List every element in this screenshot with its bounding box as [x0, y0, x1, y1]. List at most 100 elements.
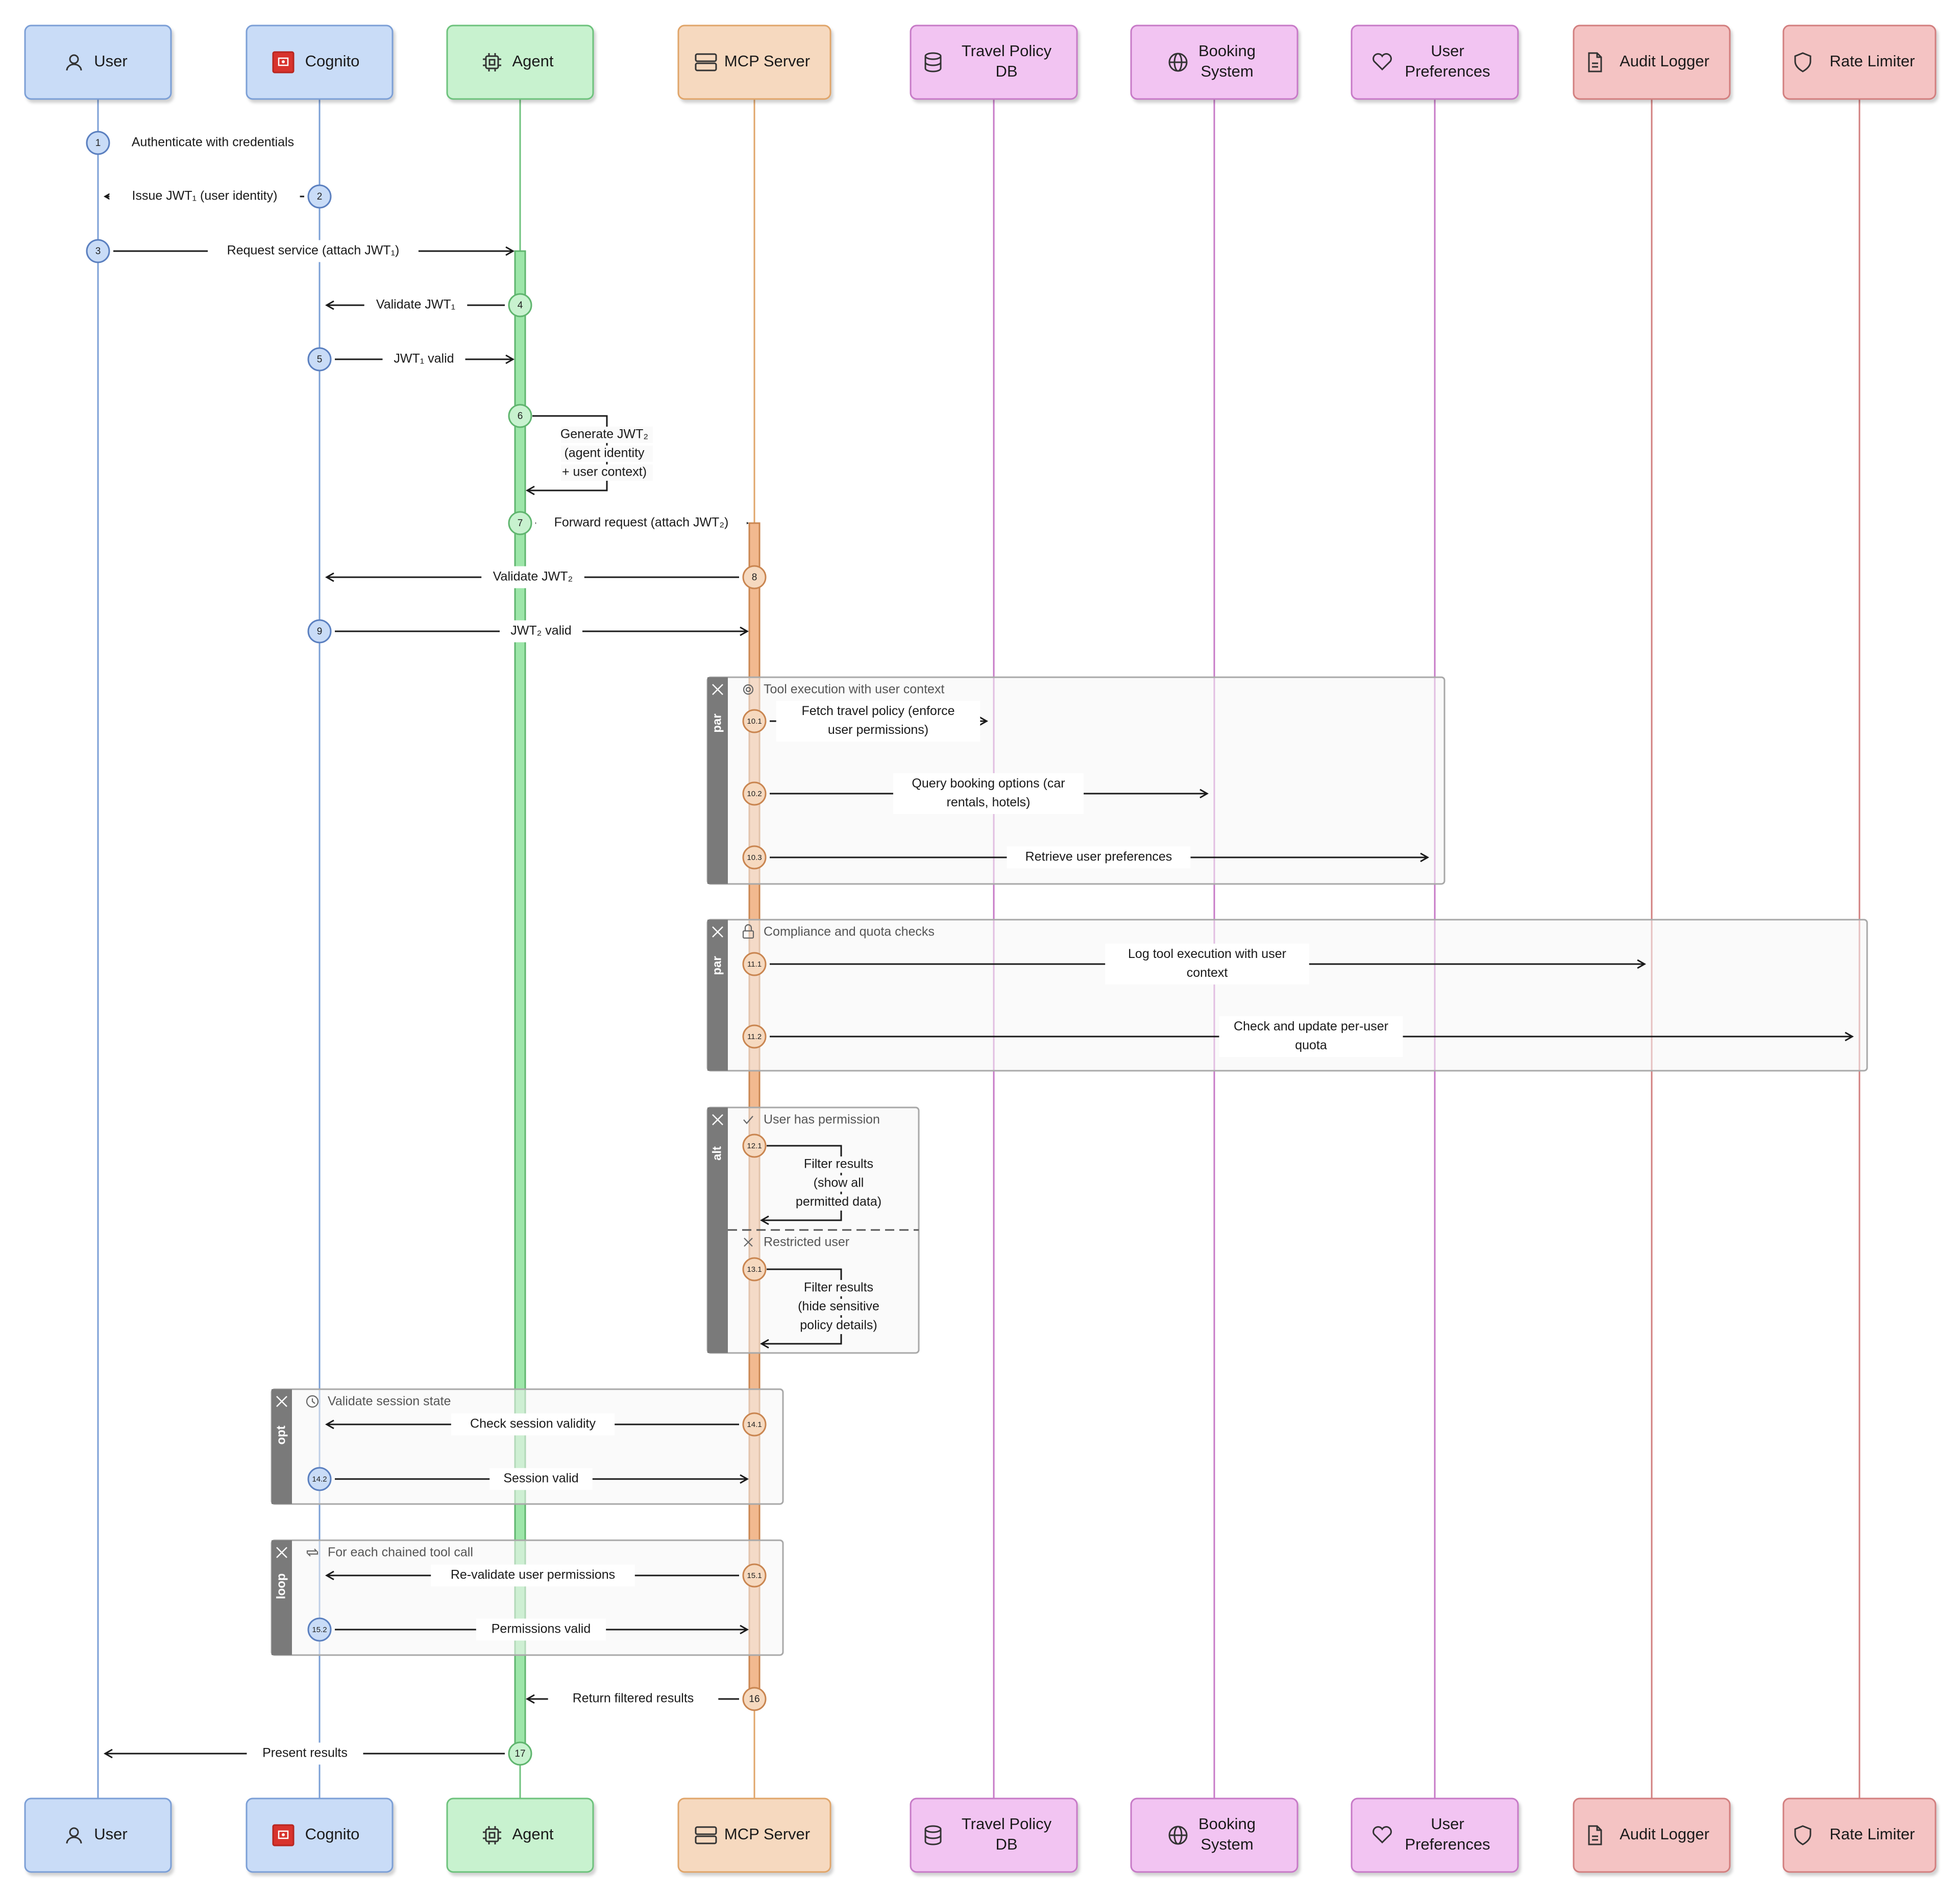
participant-user-bottom[interactable]: User: [24, 1797, 172, 1873]
step-number-badge: 10.2: [742, 781, 767, 806]
participant-label: Cognito: [305, 52, 360, 70]
participant-rate-bottom[interactable]: Rate Limiter: [1782, 1797, 1937, 1873]
activation-bar-agent: [514, 250, 526, 1755]
x-icon: [744, 1238, 753, 1247]
participant-user-top[interactable]: User: [24, 24, 172, 100]
message-label: Session valid: [503, 1471, 578, 1486]
participant-audit-top[interactable]: Audit Logger: [1573, 24, 1731, 100]
heart-icon: [1373, 1826, 1392, 1844]
step-number-badge: 11.1: [742, 952, 767, 976]
step-number: 4: [518, 300, 523, 311]
message-6: Generate JWT₂(agent identity+ user conte…: [508, 404, 653, 496]
participant-label: Travel Policy: [962, 42, 1052, 60]
step-number-badge: 10.3: [742, 845, 767, 870]
step-number-badge: 6: [508, 404, 532, 428]
participant-agent-bottom[interactable]: Agent: [446, 1797, 594, 1873]
participant-agent-top[interactable]: Agent: [446, 24, 594, 100]
message-label: Query booking options (car: [912, 776, 1065, 791]
message-label: + user context): [562, 465, 647, 479]
message-label: Forward request (attach JWT₂): [554, 515, 729, 530]
step-number: 15.2: [312, 1625, 327, 1634]
participant-label: MCP Server: [724, 52, 810, 70]
user-icon: [66, 54, 82, 71]
message-label: Check and update per-user: [1234, 1019, 1388, 1033]
clock-icon: [306, 1395, 319, 1408]
participant-rate-top[interactable]: Rate Limiter: [1782, 24, 1937, 100]
message-label: Generate JWT₂: [560, 427, 648, 441]
step-number: 11.2: [747, 1032, 762, 1041]
participant-mcp-bottom[interactable]: MCP Server: [677, 1797, 831, 1873]
lock-icon: [742, 924, 754, 939]
fragment-gutter-icon: [276, 1547, 287, 1558]
database-icon: [924, 52, 942, 72]
step-number-badge: 16: [742, 1687, 767, 1711]
message-7: Forward request (attach JWT₂) 7: [508, 511, 749, 535]
step-number-badge: 14.2: [307, 1467, 332, 1491]
participant-label: Booking: [1198, 1815, 1256, 1833]
fragment-title: Validate session state: [328, 1394, 451, 1409]
participant-label: Booking: [1198, 42, 1256, 60]
message-label: rentals, hotels): [947, 795, 1031, 809]
step-number-badge: 8: [742, 565, 767, 589]
step-number-badge: 15.2: [307, 1617, 332, 1642]
message-label: Retrieve user preferences: [1025, 850, 1172, 864]
fragment-kind-label: par: [710, 956, 724, 975]
message-label: context: [1187, 966, 1228, 980]
fragment-kind-label: loop: [274, 1573, 288, 1599]
step-number: 2: [317, 191, 323, 202]
chip-icon: [483, 1826, 501, 1844]
step-number: 7: [518, 518, 523, 529]
step-number-badge: 3: [86, 239, 110, 263]
participant-label: System: [1200, 1835, 1253, 1853]
step-number-badge: 9: [307, 619, 332, 644]
participant-cognito-bottom[interactable]: Cognito: [246, 1797, 394, 1873]
participant-cognito-top[interactable]: Cognito: [246, 24, 394, 100]
message-label: Re-validate user permissions: [451, 1568, 615, 1582]
message-label: Present results: [262, 1746, 348, 1760]
step-number: 15.1: [747, 1571, 762, 1580]
step-number-badge: 5: [307, 347, 332, 372]
participant-label: Audit Logger: [1620, 1825, 1709, 1843]
server-icon: [695, 1826, 717, 1844]
participant-label: Rate Limiter: [1829, 1825, 1915, 1843]
shield-icon: [1794, 52, 1811, 72]
participant-label: Agent: [512, 1825, 553, 1843]
step-number: 14.1: [747, 1420, 762, 1429]
heart-icon: [1373, 53, 1392, 71]
message-3: Request service (attach JWT₁)3: [86, 239, 515, 263]
message-label: Permissions valid: [492, 1622, 591, 1636]
message-label: quota: [1295, 1038, 1327, 1052]
fragment-title: Compliance and quota checks: [764, 925, 935, 939]
fragment-title: Tool execution with user context: [764, 682, 944, 697]
repeat-icon: [306, 1548, 318, 1557]
step-number: 10.3: [747, 853, 762, 862]
fragment-kind-label: alt: [710, 1146, 724, 1161]
participant-label: User: [94, 1825, 127, 1843]
participant-audit-bottom[interactable]: Audit Logger: [1573, 1797, 1731, 1873]
step-number: 5: [317, 354, 323, 365]
participant-label: System: [1200, 62, 1253, 80]
message-2: Issue JWT₁ (user identity)2: [103, 184, 332, 209]
participant-label: Travel Policy: [962, 1815, 1052, 1833]
message-label: Return filtered results: [573, 1691, 694, 1706]
fragment-title: User has permission: [764, 1113, 880, 1127]
participant-mcp-top[interactable]: MCP Server: [677, 24, 831, 100]
step-number: 10.1: [747, 717, 762, 726]
